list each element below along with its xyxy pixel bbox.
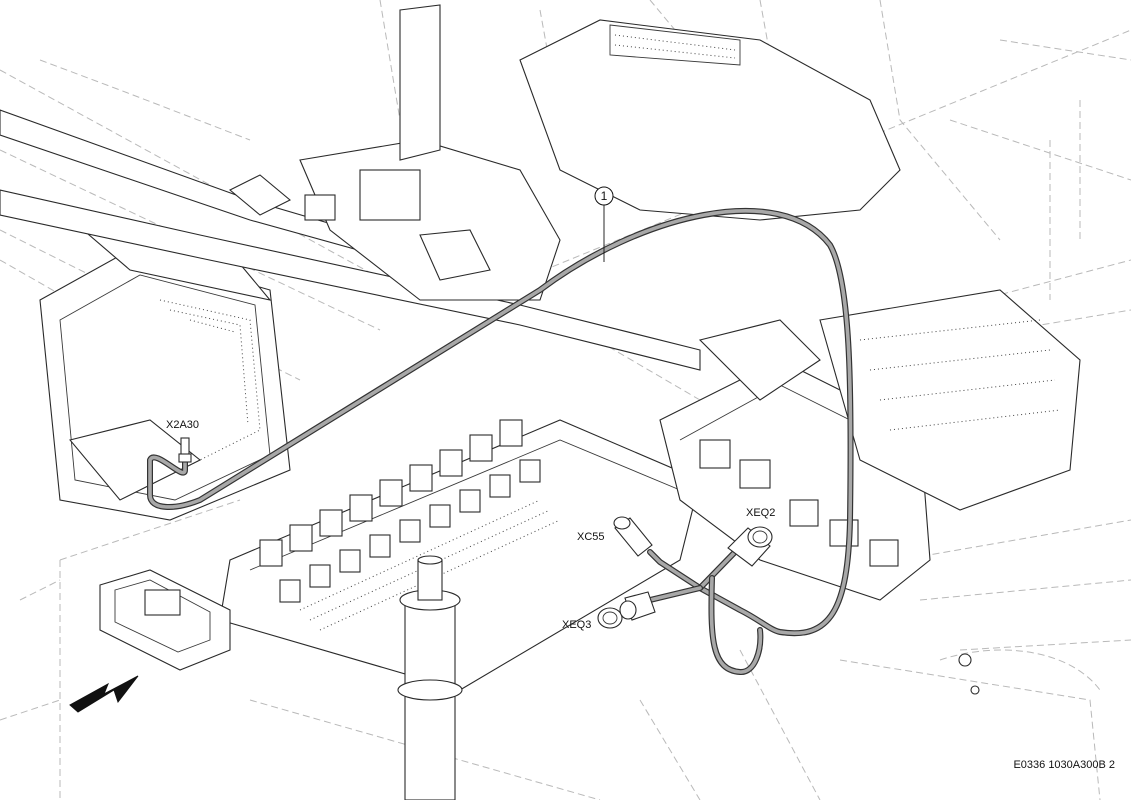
relay-array <box>259 419 541 603</box>
forward-direction-arrow <box>69 675 139 713</box>
label-x2a30: X2A30 <box>166 419 199 431</box>
armrest-rail <box>0 109 701 371</box>
label-xeq2: XEQ2 <box>746 507 775 519</box>
control-module <box>99 569 231 671</box>
steering-column <box>397 555 463 800</box>
label-xc55: XC55 <box>577 531 605 543</box>
connector-xeq2 <box>727 526 773 567</box>
connector-x2a30 <box>178 437 192 463</box>
fuse-relay-board <box>219 419 701 691</box>
label-xeq3: XEQ3 <box>562 619 591 631</box>
connector-xeq3 <box>597 591 656 629</box>
connector-xc55 <box>613 516 653 557</box>
upper-console <box>299 4 901 301</box>
callout-1: 1 <box>594 186 614 262</box>
figure-code: E0336 1030A300B 2 <box>1013 759 1115 771</box>
valve-block <box>659 289 1081 695</box>
cable-harness <box>147 207 854 675</box>
callout-number: 1 <box>601 189 608 203</box>
